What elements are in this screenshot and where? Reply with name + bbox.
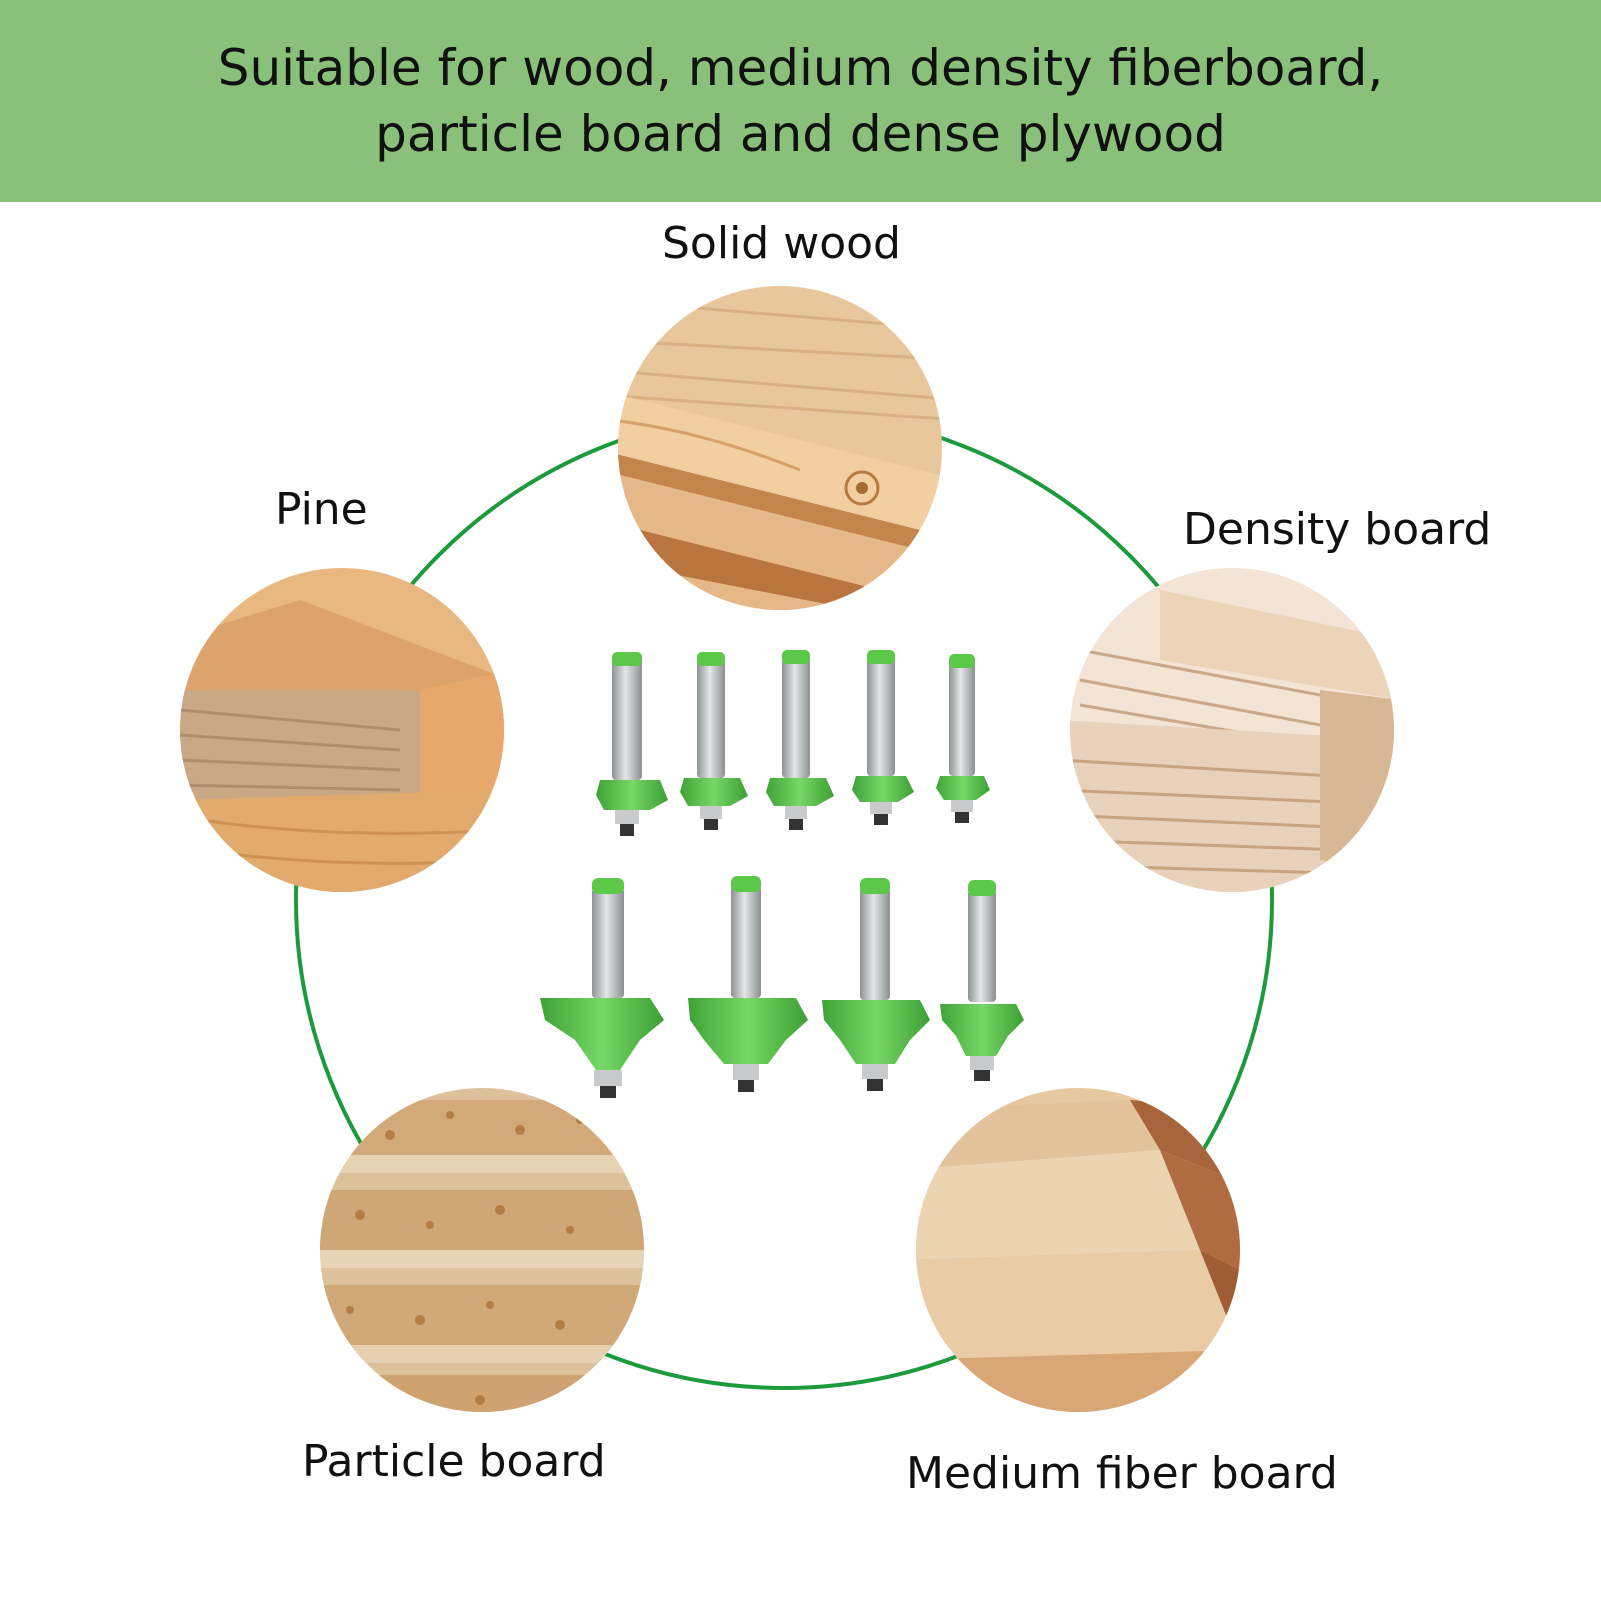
solid-wood-image	[618, 286, 942, 610]
density-board-image	[1070, 568, 1394, 892]
label-solid-wood: Solid wood	[662, 218, 901, 269]
router-bit-large-1	[540, 878, 664, 1098]
header-banner: Suitable for wood, medium density fiberb…	[0, 0, 1601, 202]
label-pine: Pine	[275, 484, 368, 535]
medium-fiber-board-image	[916, 1088, 1240, 1412]
router-bit-large-3	[822, 878, 930, 1091]
router-bit-small-4	[852, 650, 914, 825]
router-bit-large-4	[940, 880, 1024, 1081]
label-particle-board: Particle board	[302, 1436, 606, 1487]
router-bit-set	[540, 650, 1024, 1098]
banner-text: Suitable for wood, medium density fiberb…	[217, 39, 1384, 163]
pine-image	[180, 568, 504, 892]
router-bit-small-3	[766, 650, 834, 830]
label-density-board: Density board	[1183, 504, 1492, 555]
router-bit-small-2	[680, 652, 748, 830]
router-bit-small-5	[936, 654, 990, 823]
router-bit-large-2	[688, 876, 808, 1092]
router-bit-small-1	[596, 652, 668, 836]
label-medium-fiber-board: Medium fiber board	[906, 1448, 1338, 1499]
